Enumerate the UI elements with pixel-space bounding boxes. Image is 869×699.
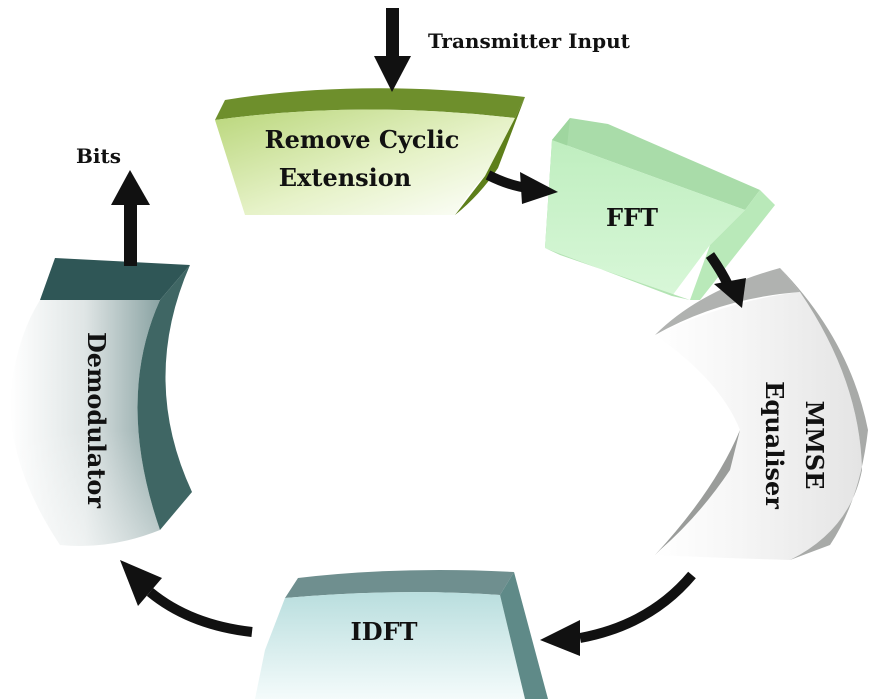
arrow-remove-to-fft-head <box>520 172 558 204</box>
demodulator-block: Demodulator <box>10 258 192 560</box>
mmse-top-face <box>655 268 800 335</box>
idft-side-face <box>500 572 548 699</box>
fft-side-face <box>690 190 775 300</box>
demod-side-face <box>137 265 192 530</box>
remove-cyclic-label-line1: Remove Cyclic <box>265 125 460 154</box>
arrow-idft-to-demod <box>120 560 253 637</box>
bits-arrow-head <box>111 170 150 205</box>
arrow-idft-to-demod-head <box>120 560 162 606</box>
demod-bottom-fade <box>10 430 160 560</box>
fft-front-face <box>545 140 745 296</box>
input-arrow-head <box>374 56 411 92</box>
arrow-fft-to-mmse <box>705 252 746 308</box>
idft-top-face <box>285 570 514 598</box>
demod-top-face <box>40 258 190 300</box>
remove-cyclic-top-face <box>215 88 525 120</box>
bits-label: Bits <box>76 144 121 168</box>
fft-top-face <box>552 118 760 210</box>
fft-block: FFT <box>545 118 775 300</box>
input-arrow <box>374 8 411 92</box>
demod-label: Demodulator <box>82 332 111 508</box>
mmse-label-line2: Equaliser <box>760 381 789 509</box>
remove-cyclic-front-face <box>215 109 515 215</box>
remove-cyclic-extension-block: Remove Cyclic Extension <box>215 88 525 215</box>
arrow-fft-to-mmse-head <box>714 278 746 308</box>
bits-arrow-shaft <box>124 200 137 266</box>
mmse-equaliser-block: MMSE Equaliser <box>655 268 868 560</box>
remove-cyclic-label-line2: Extension <box>279 163 412 192</box>
idft-front-face <box>255 592 525 699</box>
arrow-mmse-to-idft-shaft <box>579 571 696 643</box>
arrow-remove-to-fft <box>485 170 558 204</box>
idft-block: IDFT <box>255 570 548 699</box>
idft-label: IDFT <box>351 617 418 646</box>
arrow-mmse-to-idft <box>540 571 696 656</box>
arrow-mmse-to-idft-head <box>540 620 580 656</box>
input-arrow-shaft <box>386 8 399 60</box>
mmse-side-face <box>780 268 868 560</box>
bits-output-arrow <box>111 170 150 266</box>
transmitter-input-label: Transmitter Input <box>428 29 631 53</box>
arrow-idft-to-demod-shaft <box>146 588 253 637</box>
fft-label: FFT <box>606 203 658 232</box>
mmse-label-line1: MMSE <box>800 401 829 490</box>
